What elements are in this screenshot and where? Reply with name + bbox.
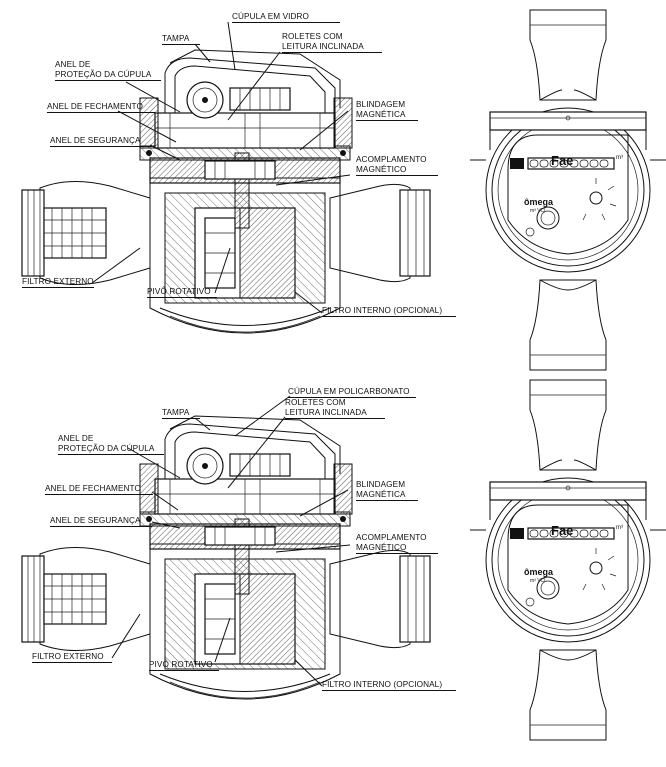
label-pivo-bottom: PIVÔ ROTATIVO: [149, 660, 219, 671]
label-anel-protecao-line2-bottom: PROTEÇÃO DA CÚPULA: [58, 444, 164, 455]
label-acoplamento-line2-bottom: MAGNÉTICO: [356, 543, 438, 554]
label-blindagem-line1-bottom: BLINDAGEM: [356, 480, 406, 489]
label-cupula-bottom: CÚPULA EM POLICARBONATO: [288, 387, 416, 398]
label-cupula-top: CÚPULA EM VIDRO: [232, 12, 340, 23]
unit-top: m³: [616, 155, 623, 161]
label-acoplamento-line2-top: MAGNÉTICO: [356, 165, 438, 176]
label-roletes-line1-top: ROLETES COM: [282, 32, 343, 41]
label-roletes-line1-bottom: ROLETES COM: [285, 398, 346, 407]
unit-bottom: m³: [616, 525, 623, 531]
label-anel-seguranca-bottom: ANEL DE SEGURANÇA: [50, 516, 152, 527]
model-name-top: ômega: [524, 197, 554, 207]
model-sub-top: m³ VCI: [530, 208, 546, 214]
label-anel-protecao-line1-bottom: ANEL DE: [58, 434, 94, 443]
label-tampa-top: TAMPA: [162, 34, 200, 45]
label-pivo-top: PIVÔ ROTATIVO: [147, 287, 217, 298]
label-filtro-interno-top: FILTRO INTERNO (OPCIONAL): [322, 306, 456, 317]
label-blindagem-line1-top: BLINDAGEM: [356, 100, 406, 109]
brand-logo-top: Fae: [551, 153, 574, 168]
label-blindagem-line2-bottom: MAGNÉTICA: [356, 490, 418, 501]
label-roletes-line2-bottom: LEITURA INCLINADA: [285, 408, 385, 419]
top-view-drawing-bottom: [469, 379, 666, 741]
label-acoplamento-line1-bottom: ACOMPLAMENTO: [356, 533, 427, 542]
section-drawing-top: [21, 49, 431, 334]
top-view-drawing-top: [469, 9, 666, 371]
label-blindagem-line2-top: MAGNÉTICA: [356, 110, 418, 121]
label-roletes-line2-top: LEITURA INCLINADA: [282, 42, 382, 53]
label-anel-fechamento-top: ANEL DE FECHAMENTO: [47, 102, 155, 113]
label-tampa-bottom: TAMPA: [162, 408, 200, 419]
leader-lines-top: [91, 21, 351, 314]
label-filtro-externo-top: FILTRO EXTERNO: [22, 277, 94, 288]
label-filtro-interno-bottom: FILTRO INTERNO (OPCIONAL): [322, 680, 456, 691]
label-anel-protecao-line1-top: ANEL DE: [55, 60, 91, 69]
label-anel-protecao-line2-top: PROTEÇÃO DA CÚPULA: [55, 70, 161, 81]
model-sub-bottom: m³ VCI: [530, 578, 546, 584]
label-acoplamento-line1-top: ACOMPLAMENTO: [356, 155, 427, 164]
model-name-bottom: ômega: [524, 567, 554, 577]
label-filtro-externo-bottom: FILTRO EXTERNO: [32, 652, 112, 663]
leader-lines-bottom: [111, 395, 351, 687]
label-anel-fechamento-bottom: ANEL DE FECHAMENTO: [45, 484, 153, 495]
label-anel-seguranca-top: ANEL DE SEGURANÇA: [50, 136, 152, 147]
brand-logo-bottom: Fae: [551, 523, 574, 538]
